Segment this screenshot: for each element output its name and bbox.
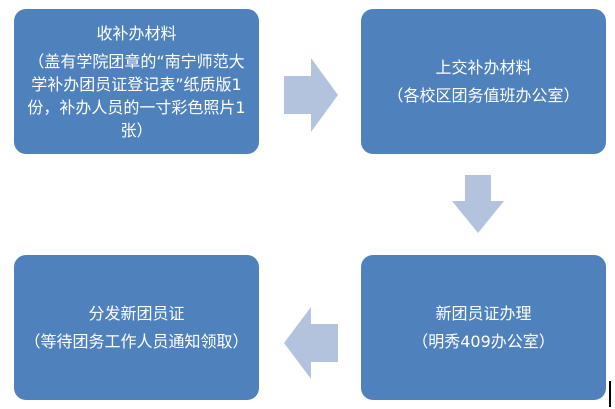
step-title: 分发新团员证: [88, 304, 185, 323]
step-title: 上交补办材料: [435, 58, 532, 77]
step-detail: （明秀409办公室）: [412, 332, 555, 351]
step-detail: （盖有学院团章的“南宁师范大学补办团员证登记表”纸质版1份，补办人员的一寸彩色照…: [27, 51, 246, 140]
step-detail: （等待团务工作人员通知领取）: [24, 332, 249, 351]
step-title: 新团员证办理: [435, 304, 532, 323]
step-box-distribute-card: 分发新团员证 （等待团务工作人员通知领取）: [14, 255, 259, 400]
step-detail: （各校区团务值班办公室）: [387, 86, 580, 105]
step-box-collect-materials: 收补办材料 （盖有学院团章的“南宁师范大学补办团员证登记表”纸质版1份，补办人员…: [14, 9, 259, 154]
step-box-submit-materials: 上交补办材料 （各校区团务值班办公室）: [361, 9, 606, 154]
step-box-process-card: 新团员证办理 （明秀409办公室）: [361, 255, 606, 400]
arrow-right-icon: [284, 58, 338, 132]
arrow-down-icon: [452, 175, 504, 233]
step-title: 收补办材料: [96, 23, 177, 43]
arrow-left-icon: [284, 307, 338, 379]
text-cursor: [609, 381, 611, 407]
